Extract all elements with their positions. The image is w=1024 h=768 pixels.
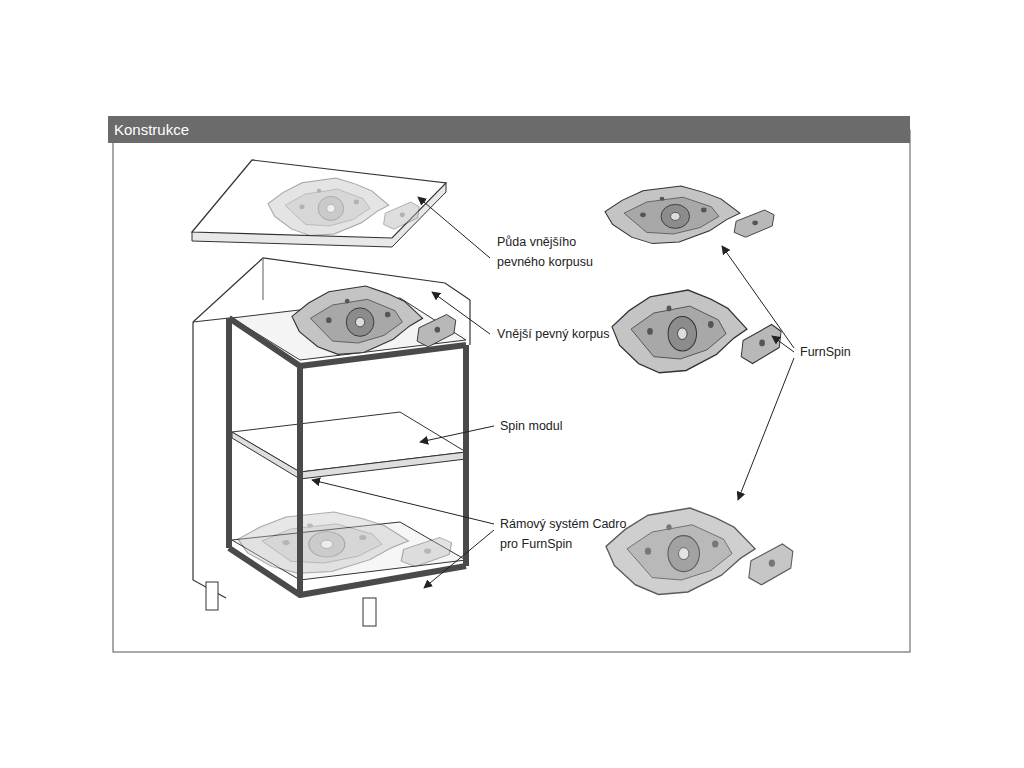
top-panel: [192, 160, 446, 247]
leader-lines: [312, 197, 794, 588]
foot: [206, 582, 218, 610]
page-frame: [113, 130, 910, 652]
outer-body: [193, 258, 470, 598]
part-label: FurnSpin: [800, 342, 880, 362]
furnspin-part: [612, 290, 781, 373]
header-band: Konstrukce: [108, 116, 910, 143]
section-title: Konstrukce: [114, 120, 189, 139]
part-label: Vnější pevný korpus: [497, 324, 632, 344]
part-label: Spin modul: [500, 416, 610, 436]
cadro-frame: [229, 318, 466, 595]
part-label: Rámový systém Cadro pro FurnSpin: [500, 514, 628, 554]
foot: [363, 598, 376, 626]
furnspin-part: [606, 508, 793, 594]
spin-mechanism: [292, 286, 456, 354]
furnspin-part: [605, 186, 774, 244]
part-label: Půda vnějšího pevného korpusu: [497, 232, 609, 272]
spin-mechanism: [238, 512, 452, 573]
